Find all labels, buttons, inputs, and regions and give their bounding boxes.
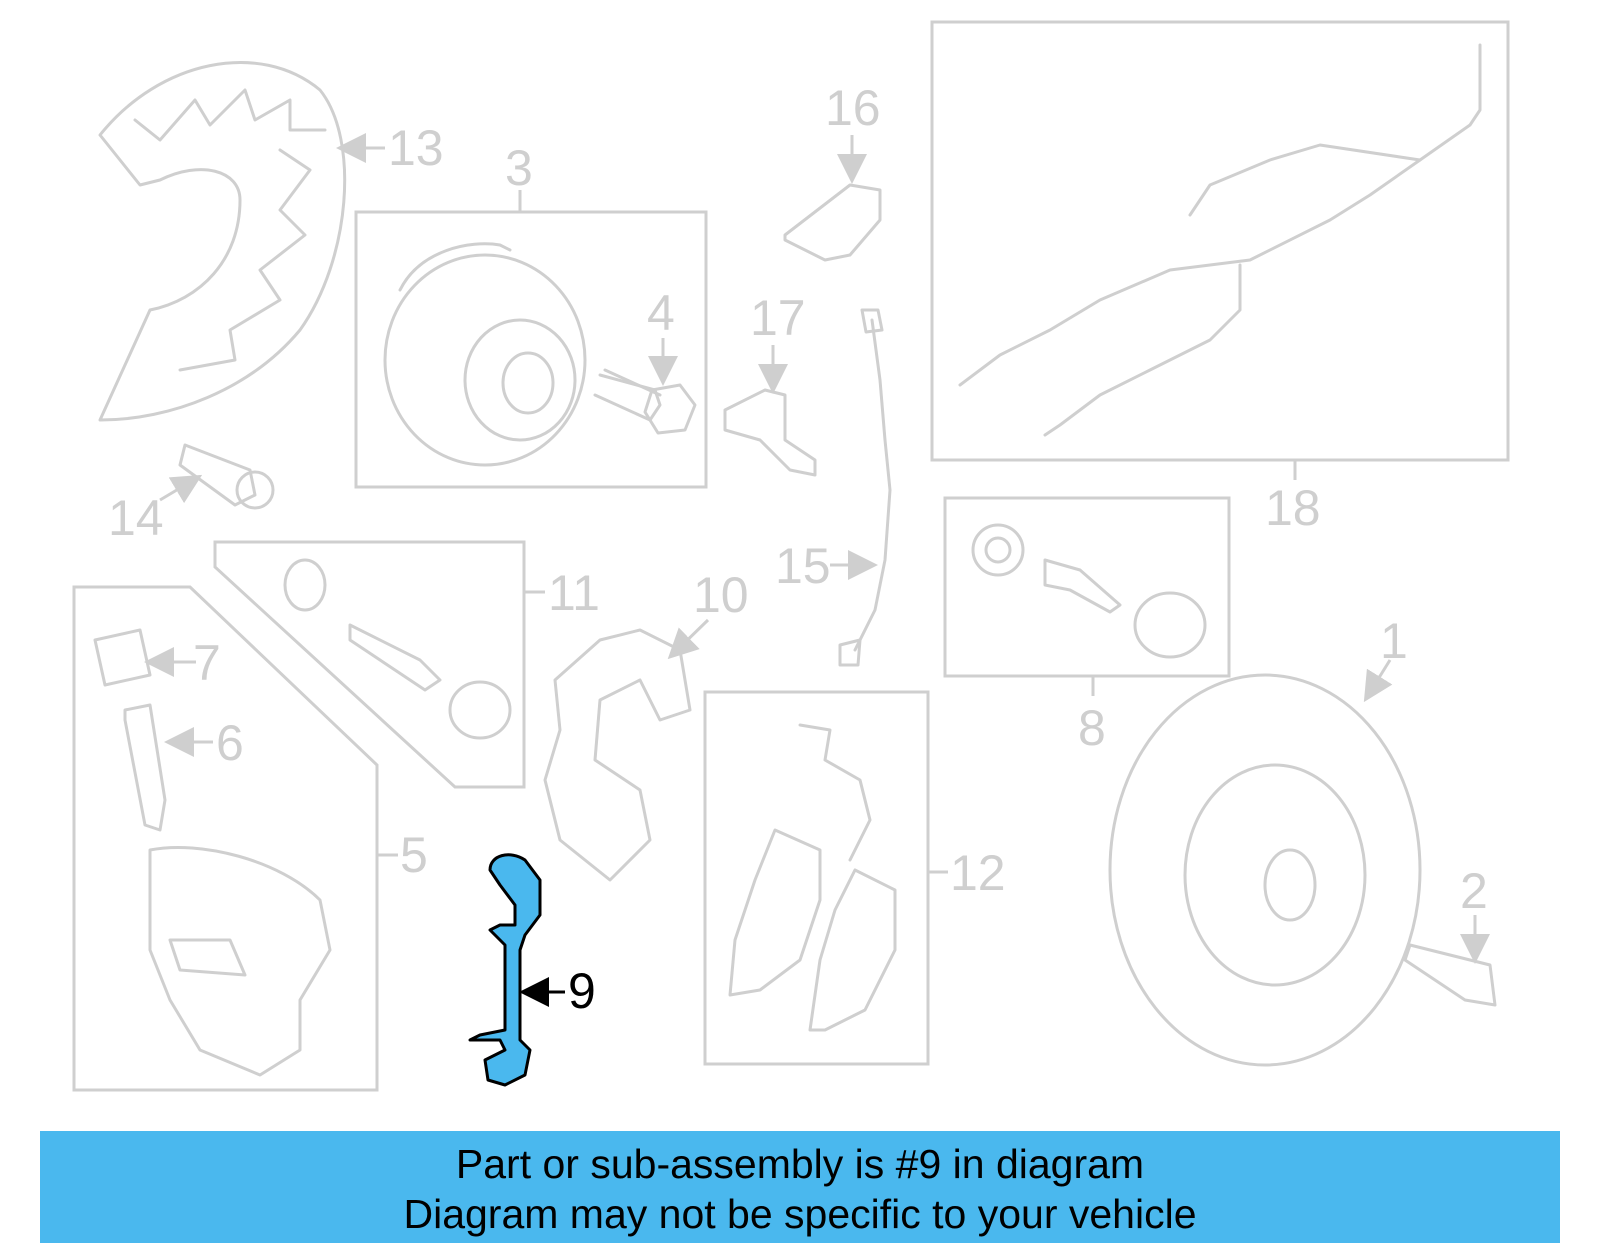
callout-14: 14 (108, 490, 164, 546)
part-5-caliper[interactable] (148, 846, 332, 1077)
callout-13: 13 (388, 120, 444, 176)
box-part-12 (703, 690, 930, 1066)
callout-16: 16 (825, 80, 881, 136)
callout-7: 7 (193, 635, 221, 691)
leader-lines (144, 133, 1490, 1007)
part-12-brake-pads[interactable] (728, 723, 897, 1032)
box-part-11 (213, 540, 526, 789)
info-banner: Part or sub-assembly is #9 in diagram Di… (40, 1131, 1560, 1243)
part-9-anti-rattle-clip[interactable] (468, 853, 542, 1087)
part-13-splash-shield[interactable] (98, 61, 347, 422)
banner-line-2: Diagram may not be specific to your vehi… (403, 1191, 1197, 1237)
part-16-clip[interactable] (783, 183, 882, 262)
part-8-hardware-kit[interactable] (971, 523, 1207, 659)
banner-line-1: Part or sub-assembly is #9 in diagram (455, 1141, 1145, 1187)
callout-3: 3 (505, 140, 533, 196)
part-18-sensor-wiring[interactable] (958, 43, 1482, 437)
part-2-rotor-screw[interactable] (1403, 943, 1497, 1007)
callout-12: 12 (950, 845, 1006, 901)
callout-5: 5 (400, 827, 428, 883)
callout-1: 1 (1380, 613, 1408, 669)
callout-10: 10 (693, 567, 749, 623)
box-part-8 (943, 496, 1231, 678)
callout-4: 4 (647, 285, 675, 341)
callout-6: 6 (216, 715, 244, 771)
part-14-shield-bolt[interactable] (178, 443, 275, 510)
part-17-bracket[interactable] (723, 388, 817, 477)
part-7-cap[interactable] (93, 628, 152, 687)
callout-9: 9 (568, 963, 596, 1019)
part-11-guide-pins[interactable] (283, 558, 512, 740)
callout-11: 11 (548, 565, 600, 621)
box-part-18 (930, 20, 1510, 462)
part-10-caliper-bracket[interactable] (543, 628, 692, 882)
callout-labels: 13 3 16 4 17 14 15 11 10 7 6 5 12 8 18 1… (108, 80, 1488, 1019)
part-3-hub-assembly[interactable] (383, 242, 662, 467)
callout-18: 18 (1265, 480, 1321, 536)
box-part-3 (354, 210, 708, 489)
part-15-brake-hose[interactable] (838, 308, 892, 667)
part-4-hub-bolt[interactable] (603, 368, 697, 435)
part-1-brake-rotor[interactable] (1108, 673, 1422, 1067)
box-part-5 (72, 585, 379, 1092)
callout-15: 15 (775, 538, 831, 594)
callout-8: 8 (1078, 700, 1106, 756)
callout-17: 17 (750, 290, 806, 346)
part-6-bleeder[interactable] (123, 703, 167, 832)
callout-2: 2 (1460, 863, 1488, 919)
